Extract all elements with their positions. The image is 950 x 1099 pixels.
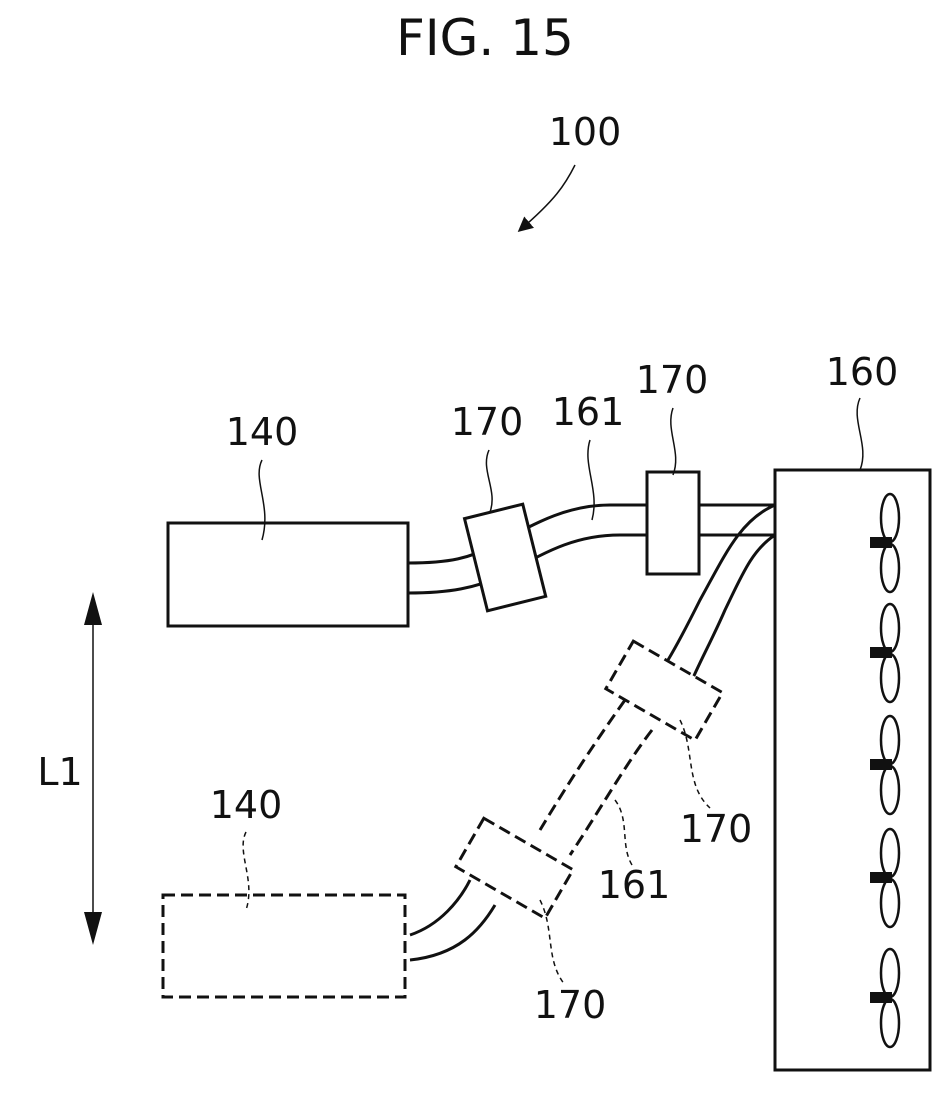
fan-unit-160 xyxy=(775,470,930,1070)
connector-170-dashed-lower xyxy=(456,818,573,918)
label-connector-170-b: 170 xyxy=(636,358,709,402)
leader-connector-a xyxy=(486,450,492,512)
label-unit-bottom-140: 140 xyxy=(210,783,283,827)
system-reference-arrow xyxy=(520,165,575,230)
figure-title: FIG. 15 xyxy=(396,9,574,67)
label-connector-170-a: 170 xyxy=(451,400,524,444)
connector-170-top-straight xyxy=(647,472,699,574)
leader-cable-bottom xyxy=(615,800,632,865)
label-unit-top-140: 140 xyxy=(226,410,299,454)
unit-top-140 xyxy=(168,523,408,626)
arrowhead-down-icon xyxy=(84,912,102,945)
label-system-100: 100 xyxy=(549,110,622,154)
label-cable-top-161: 161 xyxy=(552,390,625,434)
label-connector-170-d: 170 xyxy=(534,983,607,1027)
leader-connector-b xyxy=(671,408,676,475)
cable-bottom-161 xyxy=(410,505,775,960)
label-distance-l1: L1 xyxy=(37,750,82,794)
arrowhead-up-icon xyxy=(84,592,102,625)
connector-170-dashed-upper xyxy=(606,641,723,740)
label-fan-unit-160: 160 xyxy=(826,350,899,394)
unit-bottom-140 xyxy=(163,895,405,997)
label-connector-170-c: 170 xyxy=(680,807,753,851)
leader-fan-unit xyxy=(857,398,863,470)
label-cable-bottom-161: 161 xyxy=(598,863,671,907)
connector-170-top-tilted xyxy=(465,504,546,611)
